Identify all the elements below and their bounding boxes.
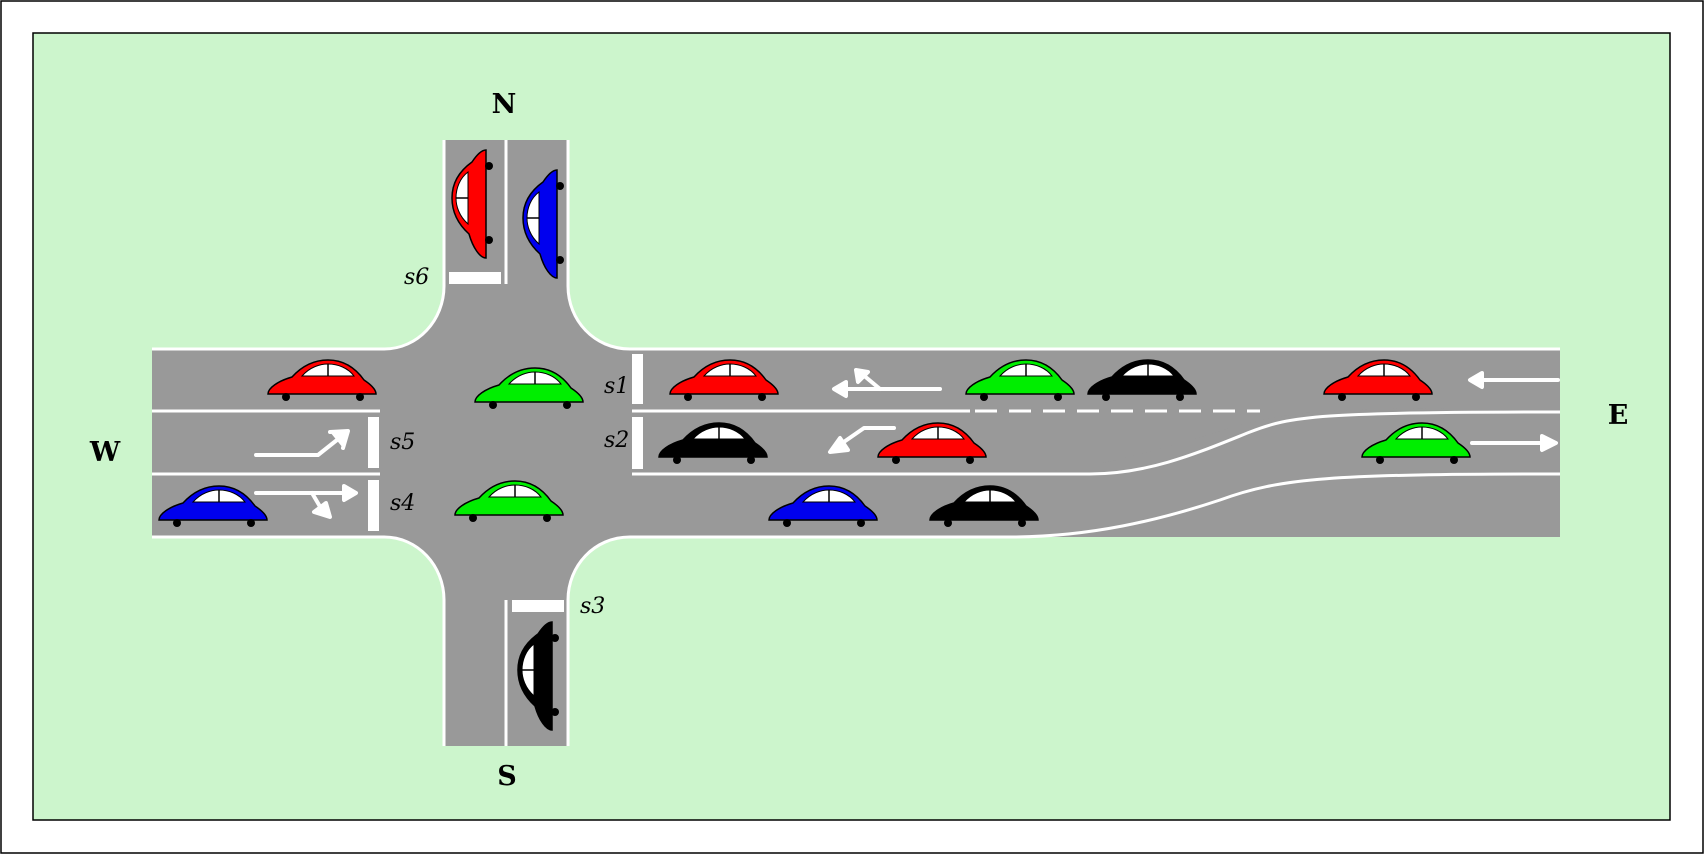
arrow-west-lane2-icon xyxy=(254,429,350,457)
signal-label-s2: s2 xyxy=(604,428,629,453)
arrow-west-lane3-icon xyxy=(254,484,358,519)
direction-west: W xyxy=(89,437,121,468)
arrow-east-lane1-far-icon xyxy=(1468,371,1560,389)
stop-bar-s4 xyxy=(368,480,379,531)
stop-bar-s2 xyxy=(632,417,643,469)
stop-bar-s1 xyxy=(632,354,643,404)
direction-east: E xyxy=(1608,400,1629,431)
signal-label-s1: s1 xyxy=(604,374,629,399)
signal-label-s3: s3 xyxy=(580,594,605,619)
stop-bar-s3 xyxy=(512,600,564,612)
arrow-east-lane2-icon xyxy=(828,426,896,454)
arrow-east-lane1-turn-icon xyxy=(832,368,942,398)
arrow-east-outbound-icon xyxy=(1470,434,1558,452)
stop-bar-s6 xyxy=(449,272,501,284)
direction-north: N xyxy=(492,89,517,120)
signal-label-s4: s4 xyxy=(390,491,415,516)
signal-label-s6: s6 xyxy=(404,265,429,290)
lane-arrows xyxy=(254,368,1560,519)
signal-label-s5: s5 xyxy=(390,430,415,455)
road-markings xyxy=(152,140,1561,746)
stop-bar-s5 xyxy=(368,417,379,468)
stop-bars xyxy=(368,272,643,612)
direction-south: S xyxy=(497,761,517,792)
